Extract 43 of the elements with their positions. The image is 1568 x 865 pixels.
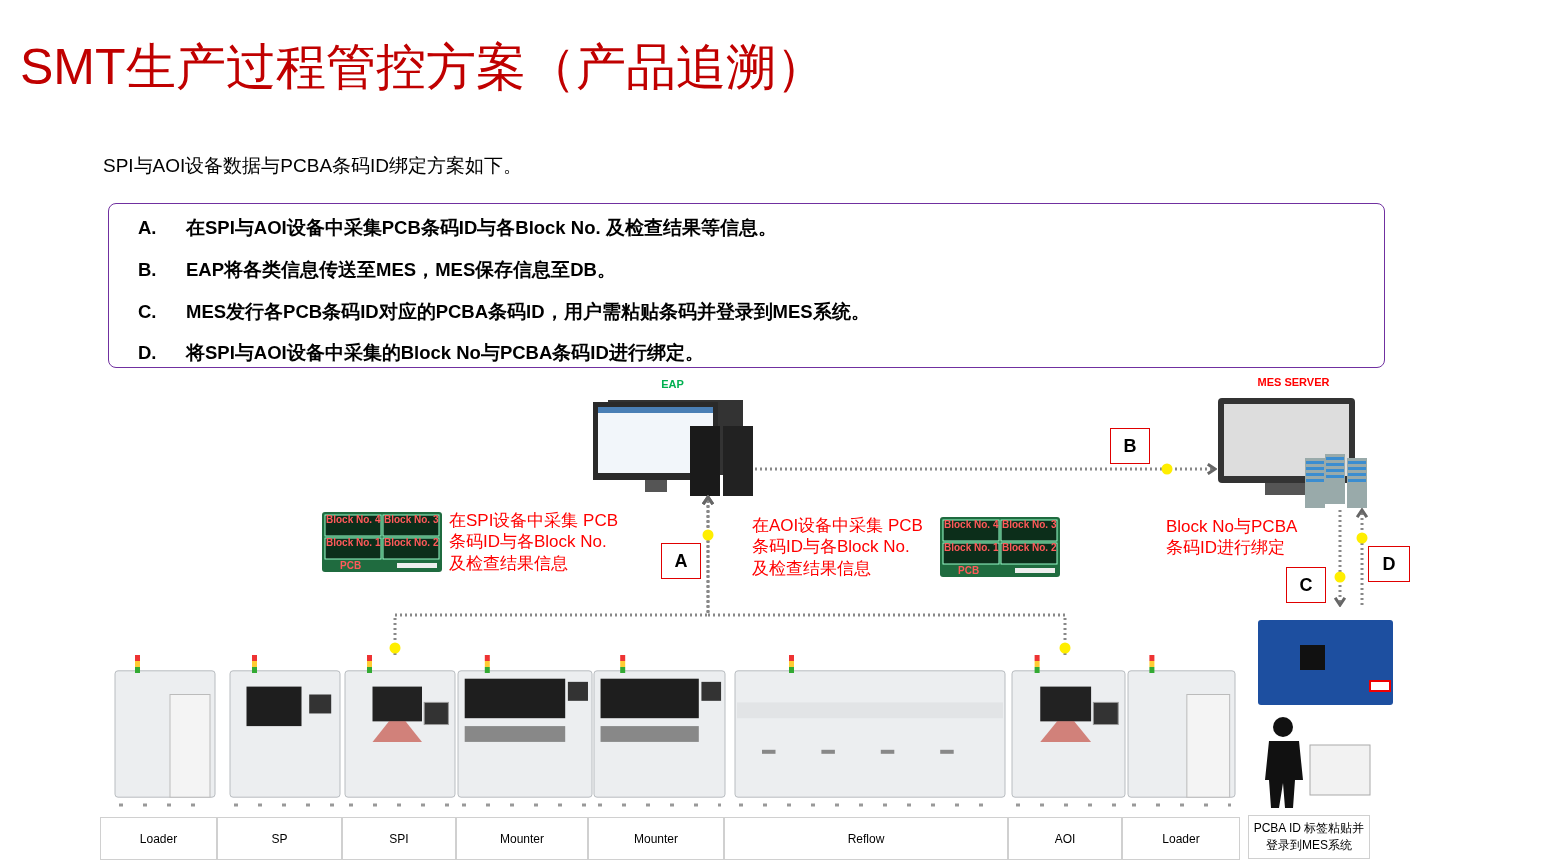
block-label: Block No. 2 [384, 537, 439, 548]
block-label: Block No. 4 [944, 519, 999, 530]
block-label: Block No. 1 [944, 542, 999, 553]
pcb-label: PCB [340, 560, 362, 571]
instruction-panel [108, 203, 1385, 368]
list-marker: B. [138, 257, 158, 282]
device-label: MES SERVER [1256, 376, 1331, 388]
list-marker: A. [138, 216, 158, 240]
instruction-text: 将SPI与AOI设备中采集的Block No与PCBA条码ID进行绑定。 [186, 341, 705, 366]
step-marker: C [1286, 567, 1326, 603]
table-cell: Mounter [588, 817, 724, 860]
table-cell: Loader [1122, 817, 1240, 860]
instruction-text: 在SPI与AOI设备中采集PCB条码ID与各Block No. 及检查结果等信息。 [186, 216, 778, 240]
block-label: Block No. 3 [384, 514, 439, 525]
annotation-text: 在SPI设备中采集 PCB条码ID与各Block No.及检查结果信息 [449, 510, 620, 574]
subtitle: SPI与AOI设备数据与PCBA条码ID绑定方案如下。 [103, 154, 523, 178]
table-cell: AOI [1008, 817, 1122, 860]
block-label: Block No. 3 [1002, 519, 1057, 530]
annotation-text: 在AOI设备中采集 PCB条码ID与各Block No.及检查结果信息 [752, 515, 924, 579]
table-cell: PCBA ID 标签粘贴并登录到MES系统 [1248, 815, 1370, 859]
pcb-label: PCB [958, 565, 980, 576]
instruction-text: EAP将各类信息传送至MES，MES保存信息至DB。 [186, 257, 617, 282]
dotted-connector [701, 495, 1067, 655]
step-marker: D [1368, 546, 1410, 582]
dotted-connector [755, 462, 1217, 476]
step-marker: A [661, 543, 701, 579]
block-label: Block No. 4 [326, 514, 381, 525]
block-label: Block No. 2 [1002, 542, 1057, 553]
device-label: EAP [660, 378, 685, 390]
annotation-text: Block No与PCBA条码ID进行绑定 [1166, 516, 1299, 559]
table-cell: Reflow [724, 817, 1008, 860]
table-cell: SPI [342, 817, 456, 860]
table-cell: SP [217, 817, 342, 860]
dotted-connector [1333, 510, 1347, 607]
table-cell: Loader [100, 817, 217, 860]
slide-title: SMT生产过程管控方案（产品追溯） [20, 40, 826, 95]
instruction-text: MES发行各PCB条码ID对应的PCBA条码ID，用户需粘贴条码并登录到MES系统。 [186, 299, 871, 324]
step-marker: B [1110, 428, 1150, 464]
block-label: Block No. 1 [326, 537, 381, 548]
list-marker: C. [138, 299, 158, 324]
list-marker: D. [138, 341, 158, 366]
dotted-connector [1355, 508, 1369, 605]
table-cell: Mounter [456, 817, 588, 860]
